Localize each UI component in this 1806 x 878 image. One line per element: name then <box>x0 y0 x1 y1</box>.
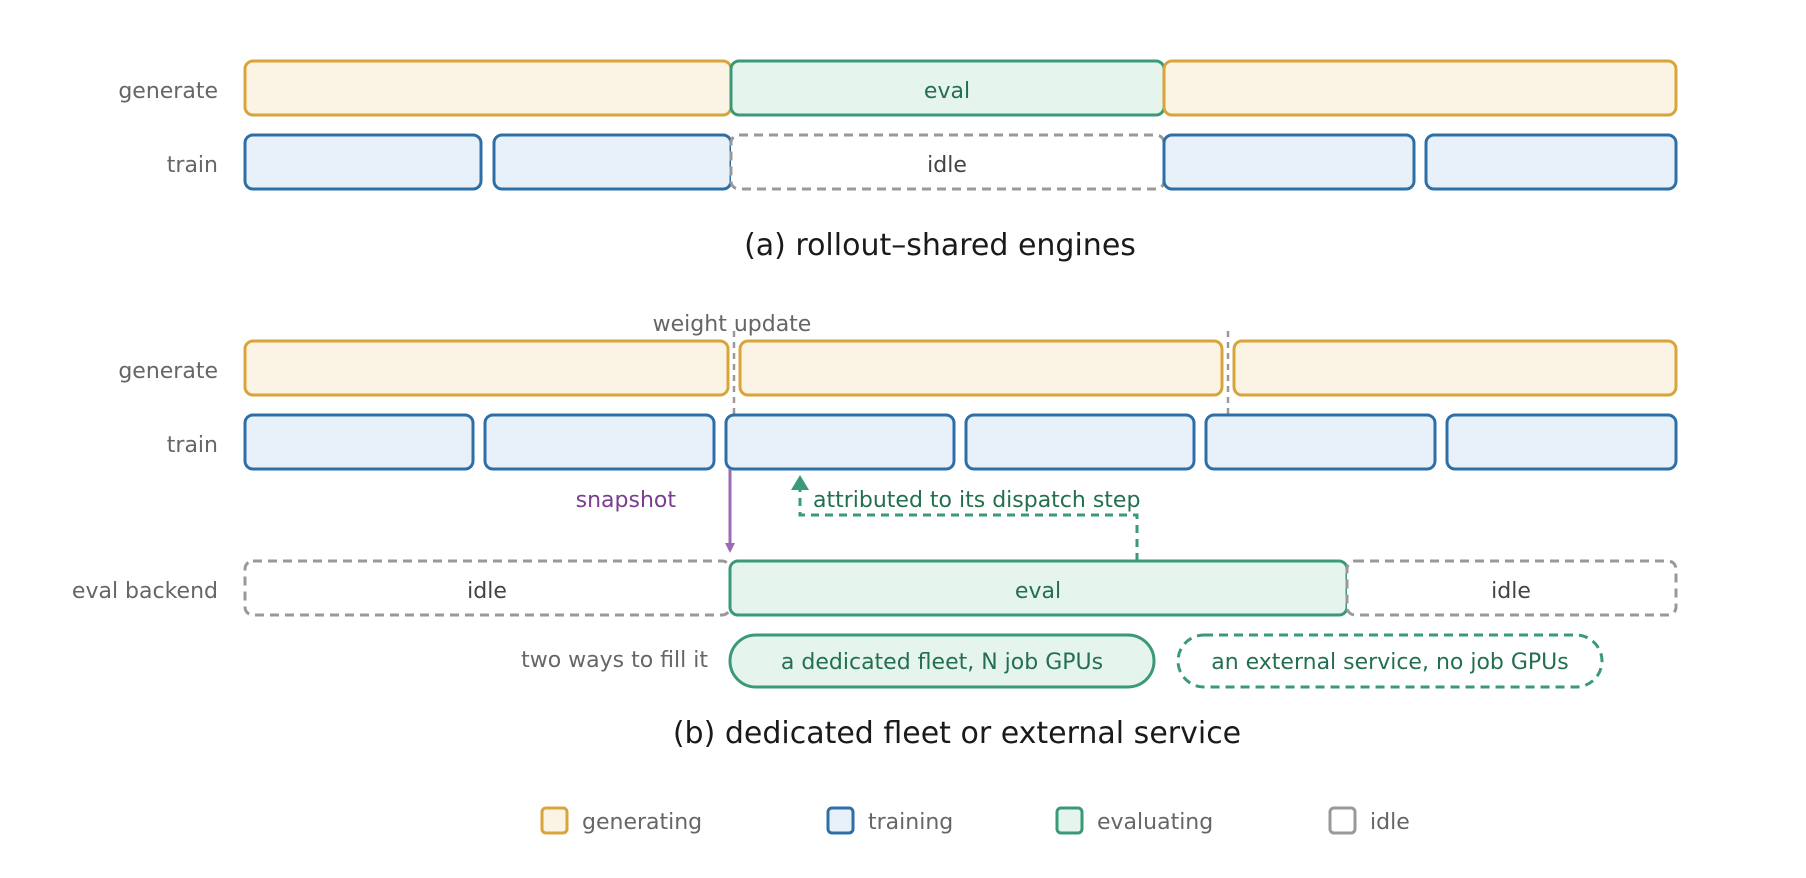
eval-block-label: eval <box>924 79 970 104</box>
caption-b: (b) dedicated fleet or external service <box>673 716 1241 751</box>
idle-block-label: idle <box>1491 579 1531 604</box>
train-block <box>964 413 1196 471</box>
row-label-train: train <box>167 433 218 458</box>
row-label-train: train <box>167 153 218 178</box>
weight-update-label: weight update <box>653 312 812 337</box>
row-label-generate: generate <box>118 359 218 384</box>
row-label-eval-backend: eval backend <box>72 579 218 604</box>
row-label-generate: generate <box>118 79 218 104</box>
idle-block-label: idle <box>927 153 967 178</box>
caption-a: (a) rollout–shared engines <box>744 228 1136 263</box>
generate-block <box>738 339 1224 397</box>
train-block <box>243 413 475 471</box>
legend-label-idle: idle <box>1370 810 1410 835</box>
idle-block <box>1345 559 1678 617</box>
idle-block <box>729 133 1166 191</box>
train-block <box>724 413 956 471</box>
train-block <box>483 413 716 471</box>
panel-b: weight update generate train snapshot at… <box>72 312 1678 751</box>
eval-block-label: eval <box>1015 579 1061 604</box>
legend-swatch-training <box>826 806 855 835</box>
external-service-option <box>1176 633 1604 689</box>
train-block <box>243 133 483 191</box>
legend-swatch-evaluating <box>1055 806 1084 835</box>
panel-a: generate train eval idle (a) rollout–sha… <box>118 59 1678 263</box>
train-block <box>1162 133 1416 191</box>
generate-block <box>243 59 733 117</box>
attributed-label: attributed to its dispatch step <box>813 488 1140 513</box>
legend-label-evaluating: evaluating <box>1097 810 1213 835</box>
train-block <box>1424 133 1678 191</box>
generate-block <box>1162 59 1678 117</box>
dedicated-fleet-label: a dedicated fleet, N job GPUs <box>781 650 1103 675</box>
dedicated-fleet-option <box>728 633 1156 689</box>
generate-block <box>1232 339 1678 397</box>
snapshot-label: snapshot <box>576 488 677 513</box>
legend-swatch-idle <box>1328 806 1357 835</box>
idle-block-label: idle <box>467 579 507 604</box>
attribution-arrowhead <box>791 475 809 490</box>
legend-swatch-generating <box>540 806 569 835</box>
generate-block <box>243 339 730 397</box>
train-block <box>492 133 733 191</box>
legend-label-generating: generating <box>582 810 702 835</box>
external-service-label: an external service, no job GPUs <box>1211 650 1569 675</box>
legend-label-training: training <box>868 810 953 835</box>
legend: generating training evaluating idle <box>540 806 1410 835</box>
train-block <box>1445 413 1678 471</box>
attribution-arrow <box>798 480 1139 561</box>
train-block <box>1204 413 1437 471</box>
fill-options-label: two ways to fill it <box>521 648 708 673</box>
